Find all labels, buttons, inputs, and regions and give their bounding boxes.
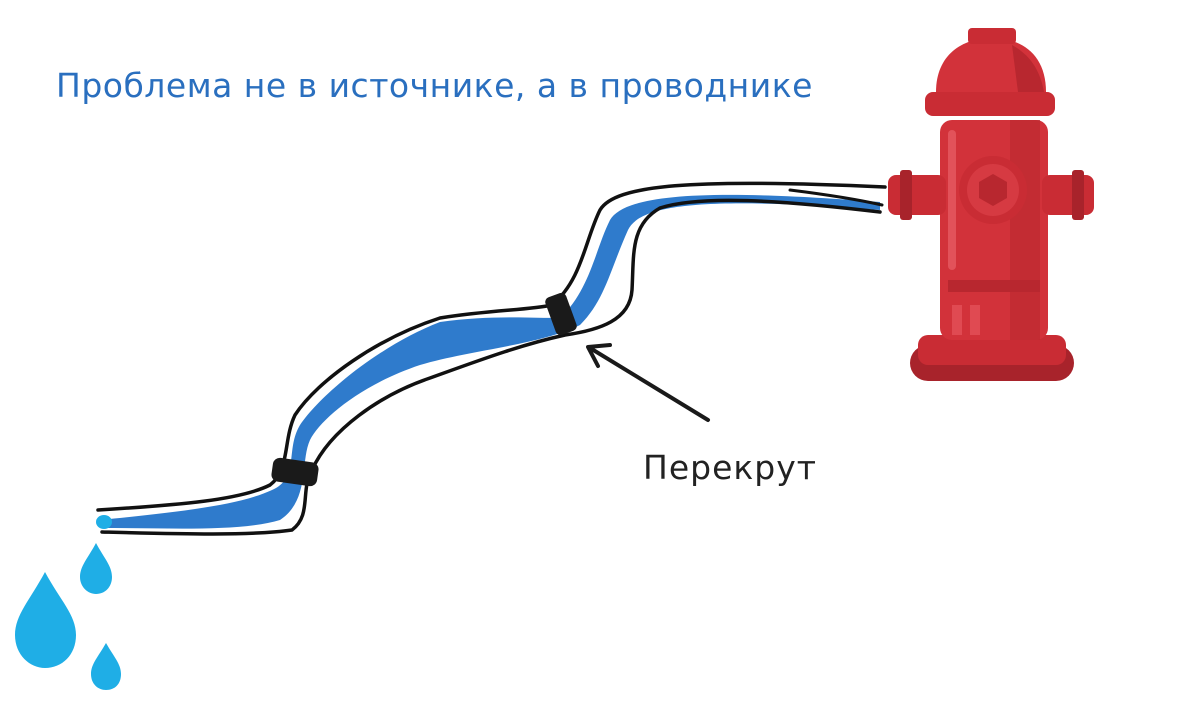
water-drop-large xyxy=(15,572,76,668)
kink-clamp-upper xyxy=(545,292,577,336)
water-drop-small xyxy=(91,643,121,690)
diagram-title: Проблема не в источнике, а в проводнике xyxy=(56,66,813,105)
hose-outline-top xyxy=(96,181,887,512)
kink-label: Перекрут xyxy=(643,448,817,487)
hose-outline-bottom xyxy=(100,198,882,536)
water-drop-icon xyxy=(15,515,121,690)
arrow-icon xyxy=(586,343,710,422)
hose-fill xyxy=(100,194,880,529)
water-drop-tip xyxy=(96,515,112,529)
kink-clamp-lower xyxy=(271,457,319,487)
hose-outline-end xyxy=(788,188,884,207)
fire-hydrant-icon xyxy=(888,28,1094,381)
water-drop-medium xyxy=(80,543,112,594)
hose xyxy=(96,181,887,536)
